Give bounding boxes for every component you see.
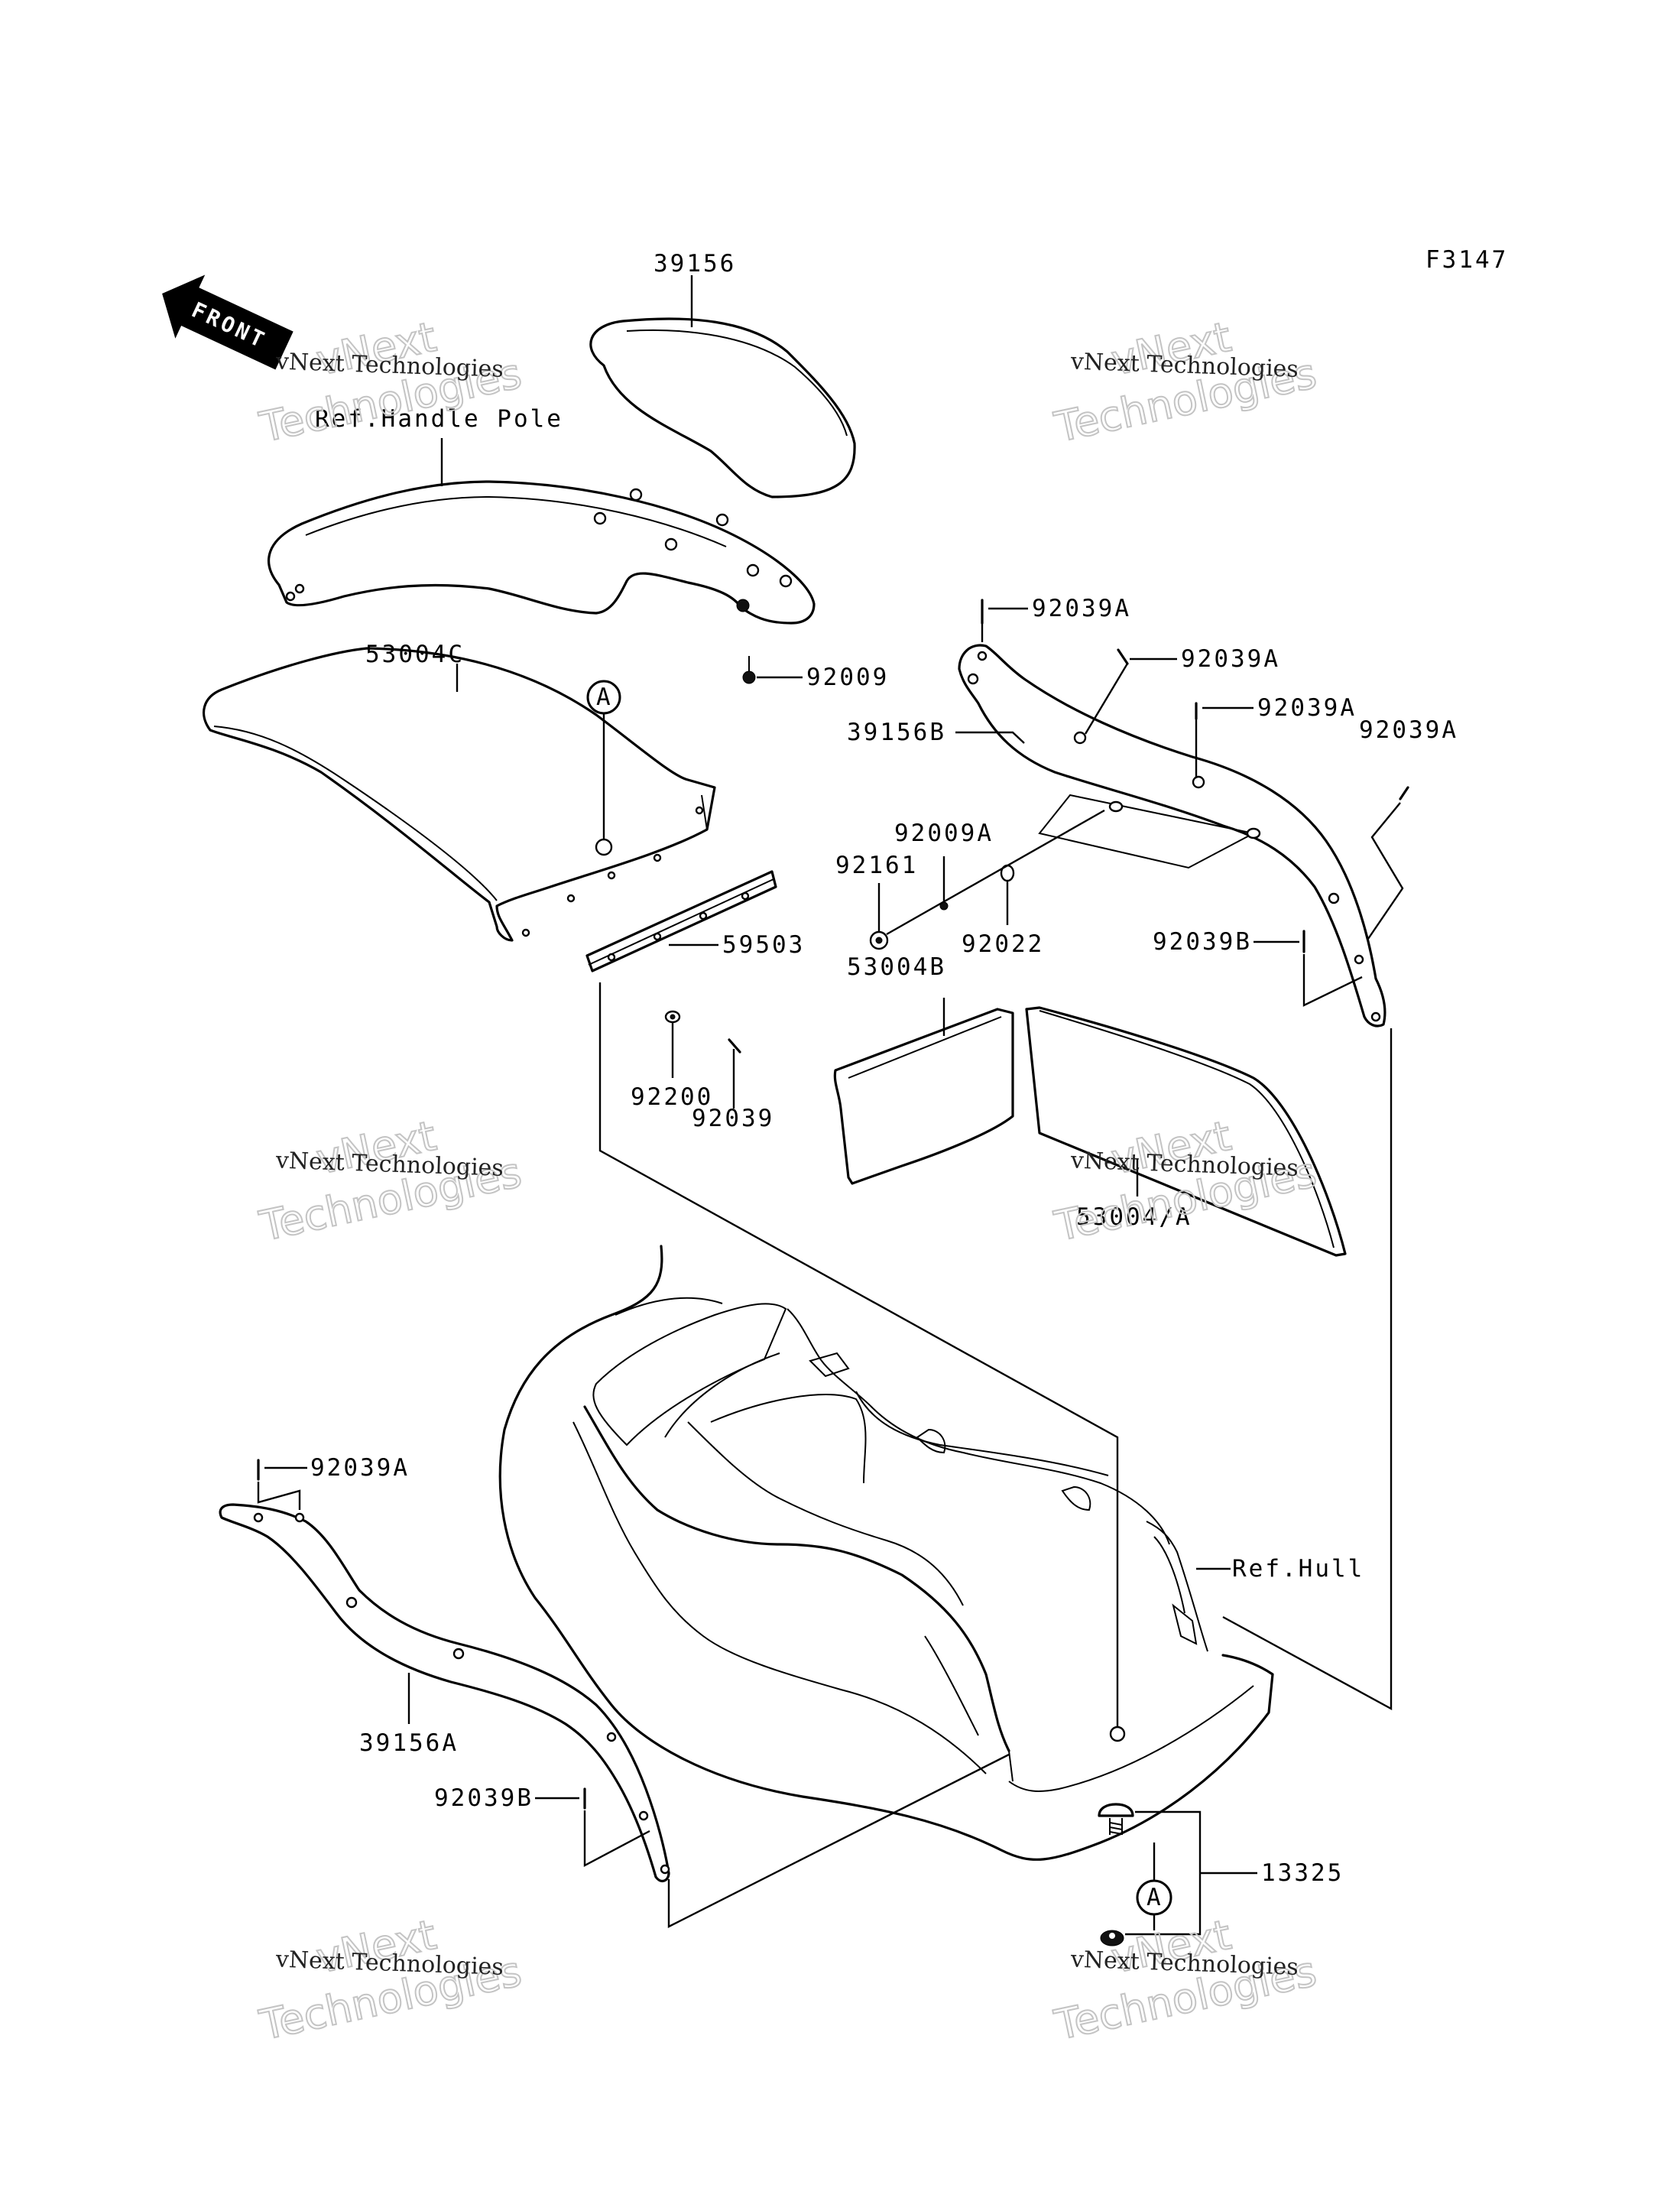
svg-text:vNext Technologies: vNext Technologies (274, 1147, 504, 1181)
label-92161: 92161 (835, 852, 918, 879)
washer-92022 (1000, 864, 1015, 925)
svg-text:A: A (1146, 1884, 1161, 1911)
pin-92039b-right (1254, 930, 1363, 1007)
callout-a-lower: A (1136, 1842, 1172, 1930)
watermark-6: vNext Technologies vNext Technologies (1049, 1910, 1321, 2050)
label-53004c: 53004C (365, 641, 465, 668)
svg-text:vNext Technologies: vNext Technologies (1069, 348, 1299, 382)
hull (498, 1245, 1274, 1861)
svg-text:A: A (596, 683, 611, 711)
label-92200: 92200 (631, 1083, 713, 1111)
label-92039b-left: 92039B (434, 1784, 534, 1812)
label-13325: 13325 (1261, 1859, 1344, 1887)
pin-92039b-left (535, 1787, 650, 1867)
svg-text:vNext Technologies: vNext Technologies (1069, 1147, 1299, 1181)
handle-pole-cover (268, 480, 816, 625)
label-ref-handle-pole: Ref.Handle Pole (315, 405, 563, 433)
pin-92039a-2 (1084, 648, 1177, 735)
nut-13325 (1100, 1930, 1124, 1946)
callout-a-upper: A (586, 680, 621, 839)
leader-13325-bracket (1125, 1810, 1202, 1936)
leader-cover-to-hull (1222, 1028, 1393, 1711)
watermark-2: vNext Technologies vNext Technologies (1049, 312, 1321, 453)
pin-92039a-1 (981, 599, 1028, 642)
watermark-5: vNext Technologies vNext Technologies (255, 1910, 526, 2050)
side-cover-39156a (219, 1503, 670, 1883)
side-cover-39156b (958, 644, 1386, 1028)
plate-under-39156b (1038, 794, 1261, 869)
bolt-13325 (1098, 1803, 1134, 1835)
label-92009a: 92009A (894, 820, 994, 847)
pin-92039a-3 (1195, 702, 1254, 778)
label-92039a-3: 92039A (1257, 694, 1357, 722)
pin-92039a-5 (257, 1459, 307, 1510)
label-92039: 92039 (692, 1105, 774, 1132)
label-59503: 59503 (722, 931, 805, 959)
leader-hardware-axis (886, 809, 1105, 936)
figure-code: F3147 (1425, 246, 1508, 274)
pin-92039a-4 (1367, 786, 1409, 940)
mat-53004c (203, 647, 716, 942)
mat-53004b (833, 1008, 1014, 1185)
label-92009: 92009 (806, 664, 889, 691)
label-92039a-4: 92039A (1359, 716, 1458, 744)
label-92039a-5: 92039A (310, 1454, 410, 1482)
label-39156b: 39156B (847, 719, 946, 746)
svg-text:vNext Technologies: vNext Technologies (274, 348, 504, 382)
label-ref-hull: Ref.Hull (1232, 1555, 1364, 1583)
svg-text:vNext Technologies: vNext Technologies (1069, 1946, 1299, 1980)
washer-92200 (664, 1010, 681, 1078)
bracket-59503 (585, 870, 777, 972)
label-53004b: 53004B (847, 953, 946, 981)
label-39156a: 39156A (359, 1729, 459, 1757)
nut-92161 (869, 883, 889, 950)
label-92039a-2: 92039A (1181, 645, 1280, 673)
screw-92009 (742, 656, 756, 684)
seat-cover-39156 (589, 317, 856, 498)
leader-39156b (955, 731, 1025, 744)
label-53004a: 53004/A (1076, 1203, 1192, 1231)
label-92039a-1: 92039A (1032, 595, 1131, 622)
label-92039b-right: 92039B (1153, 928, 1252, 956)
pin-92039 (728, 1038, 741, 1109)
leader-39156a-to-hull (667, 1753, 1010, 1928)
screw-92009a (939, 856, 949, 911)
label-39156: 39156 (654, 250, 736, 278)
leader-mat-to-hull (598, 982, 1119, 1734)
svg-text:vNext Technologies: vNext Technologies (274, 1946, 504, 1980)
label-92022: 92022 (962, 930, 1044, 958)
front-arrow-icon: FRONT (162, 274, 294, 370)
watermark-3: vNext Technologies vNext Technologies (255, 1111, 526, 1252)
mat-53004a (1025, 1006, 1347, 1257)
